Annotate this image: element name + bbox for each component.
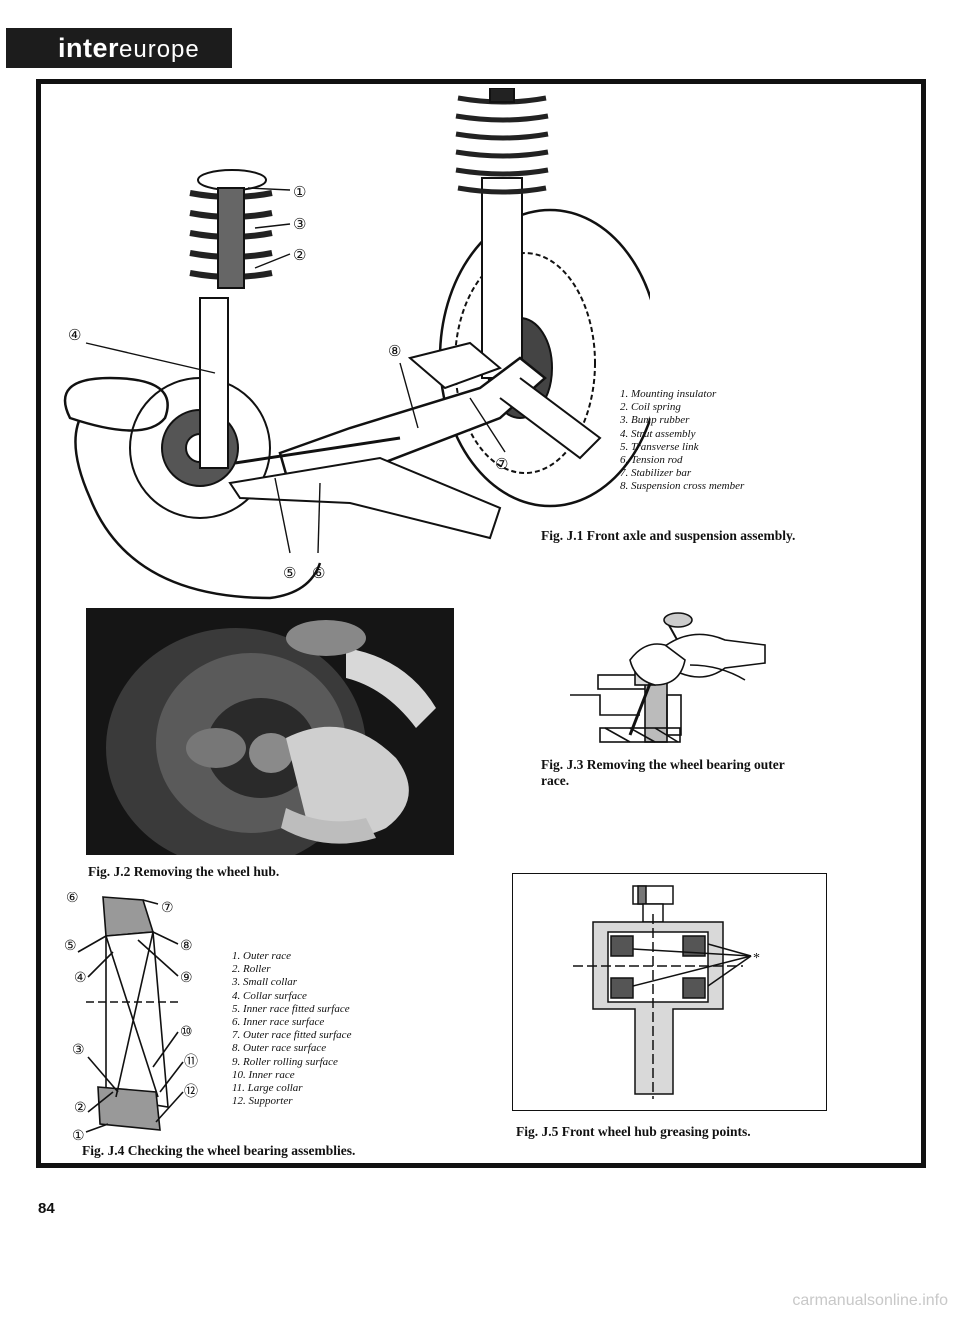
callout-5: ⑤ [283,566,296,582]
fig-j3-caption: Fig. J.3 Removing the wheel bearing oute… [541,757,821,789]
legend-item: 2. Coil spring [620,401,681,414]
j4-callout-7: ⑦ [161,901,174,916]
legend-item: 6. Inner race surface [232,1016,325,1029]
watermark: carmanualsonline.info [792,1292,948,1309]
front-axle-suspension-illustration: ① ③ ② ④ ⑧ ⑦ ⑤ ⑥ [63,88,650,600]
legend-item: 7. Outer race fitted surface [232,1029,352,1042]
callout-6: ⑥ [312,566,325,582]
callout-1: ① [293,185,306,201]
legend-item: 3. Small collar [232,976,298,989]
legend-item: 1. Outer race [232,950,291,962]
callout-3: ③ [293,217,306,233]
j4-callout-4: ④ [74,971,87,986]
callout-2: ② [293,248,306,264]
greasing-point-marker: * [753,951,760,966]
j4-callout-3: ③ [72,1043,85,1058]
wheel-bearing-diagram: ⑥ ⑦ ⑤ ⑧ ④ ⑨ ⑩ ③ ⑪ ② ⑫ ① [64,892,198,1144]
intereurope-logo: intereurope [6,28,232,68]
bearing-race-removal-illustration [570,612,766,743]
hub-greasing-diagram: * [573,885,760,1099]
legend-item: 8. Outer race surface [232,1042,327,1055]
callout-7: ⑦ [495,457,508,473]
j4-callout-11: ⑪ [184,1054,198,1070]
fig-j5-caption: Fig. J.5 Front wheel hub greasing points… [516,1124,751,1139]
j4-callout-2: ② [74,1101,87,1116]
callout-8: ⑧ [388,344,401,360]
legend-item: 12. Supporter [232,1095,293,1108]
callout-4: ④ [68,328,81,344]
fig-j3-caption-line-1: Fig. J.3 Removing the wheel bearing oute… [541,757,785,772]
legend-item: 9. Roller rolling surface [232,1055,338,1068]
page-frame [36,79,926,1168]
legend-item: 4. Collar surface [232,989,307,1002]
legend-item: 1. Mounting insulator [620,388,717,400]
j4-callout-1: ① [72,1129,85,1144]
legend-item: 7. Stabilizer bar [620,467,692,480]
j4-callout-6: ⑥ [66,892,79,906]
fig-j1-caption: Fig. J.1 Front axle and suspension assem… [541,528,796,543]
legend-item: 6. Tension rod [620,454,683,467]
legend-item: 11. Large collar [232,1082,303,1095]
legend-item: 5. Inner race fitted surface [232,1002,350,1015]
hub-greasing-figure-box: * [512,873,827,1111]
legend-item: 8. Suspension cross member [620,480,745,493]
legend-item: 4. Strut assembly [620,427,696,440]
logo-brand: europe [119,36,200,63]
page-number: 84 [38,1200,55,1217]
j4-callout-10: ⑩ [180,1025,193,1040]
j4-callout-8: ⑧ [180,939,193,954]
logo-prefix: inter [58,33,120,63]
legend-item: 2. Roller [232,963,271,976]
j4-callout-5: ⑤ [64,939,77,954]
j4-callout-9: ⑨ [180,971,193,986]
legend-item: 5. Transverse link [620,440,699,453]
fig-j2-caption: Fig. J.2 Removing the wheel hub. [88,864,280,879]
fig-j4-caption: Fig. J.4 Checking the wheel bearing asse… [82,1143,356,1158]
fig-j4-legend: 1. Outer race 2. Roller 3. Small collar … [232,950,351,1108]
fig-j1-legend: 1. Mounting insulator 2. Coil spring 3. … [620,388,744,494]
fig-j3-caption-line-2: race. [541,773,570,788]
legend-item: 3. Bump rubber [620,414,690,427]
j4-callout-12: ⑫ [184,1084,198,1100]
wheel-hub-photo [86,608,454,855]
legend-item: 10. Inner race [232,1068,295,1081]
